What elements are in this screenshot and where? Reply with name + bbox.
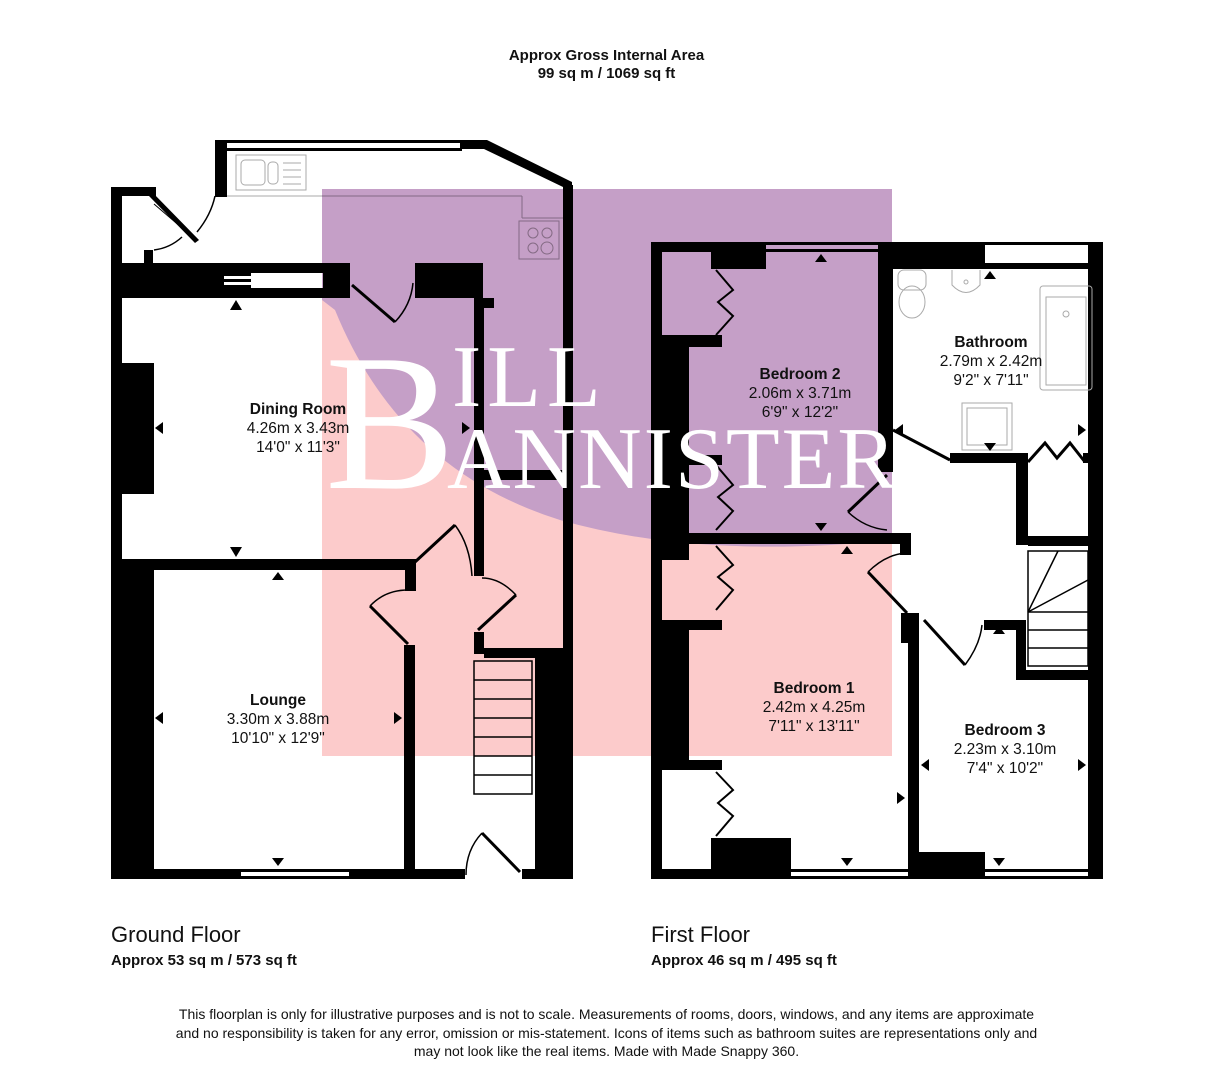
room-metric: 2.42m x 4.25m bbox=[762, 699, 866, 716]
disclaimer-line-2: and no responsibility is taken for any e… bbox=[175, 1024, 1038, 1041]
room-metric: 3.30m x 3.88m bbox=[226, 711, 330, 728]
room-name: Bathroom bbox=[954, 334, 1028, 351]
watermark-line2: ANNISTER bbox=[447, 411, 898, 508]
dining-window bbox=[224, 276, 312, 285]
first-floor-stairs bbox=[1027, 550, 1089, 667]
room-metric: 4.26m x 3.43m bbox=[246, 420, 350, 437]
room-imperial: 14'0" x 11'3" bbox=[256, 439, 340, 456]
room-bedroom-3: Bedroom 3 2.23m x 3.10m 7'4" x 10'2" bbox=[925, 721, 1085, 778]
room-imperial: 6'9" x 12'2" bbox=[761, 404, 839, 421]
title-line-2: 99 sq m / 1069 sq ft bbox=[537, 65, 676, 82]
gross-internal-area-title: Approx Gross Internal Area 99 sq m / 106… bbox=[0, 47, 1213, 83]
room-lounge: Lounge 3.30m x 3.88m 10'10" x 12'9" bbox=[198, 691, 358, 748]
ground-floor-caption: Ground Floor Approx 53 sq m / 573 sq ft bbox=[111, 922, 297, 969]
bill-bannister-watermark: B ILL ANNISTER bbox=[322, 189, 898, 756]
room-imperial: 7'4" x 10'2" bbox=[966, 760, 1044, 777]
floor-area: Approx 46 sq m / 495 sq ft bbox=[651, 952, 837, 969]
room-name: Lounge bbox=[250, 692, 306, 709]
room-bedroom-1: Bedroom 1 2.42m x 4.25m 7'11" x 13'11" bbox=[734, 679, 894, 736]
room-name: Bedroom 1 bbox=[773, 680, 855, 697]
first-floor-caption: First Floor Approx 46 sq m / 495 sq ft bbox=[651, 922, 837, 969]
room-imperial: 7'11" x 13'11" bbox=[768, 718, 860, 735]
disclaimer: This floorplan is only for illustrative … bbox=[0, 1005, 1213, 1061]
room-imperial: 9'2" x 7'11" bbox=[953, 372, 1029, 389]
room-metric: 2.06m x 3.71m bbox=[748, 385, 852, 402]
floor-name: First Floor bbox=[651, 922, 750, 947]
floor-name: Ground Floor bbox=[111, 922, 241, 947]
room-name: Bedroom 3 bbox=[964, 722, 1046, 739]
title-line-1: Approx Gross Internal Area bbox=[508, 47, 705, 64]
room-bedroom-2: Bedroom 2 2.06m x 3.71m 6'9" x 12'2" bbox=[720, 365, 880, 422]
room-name: Dining Room bbox=[249, 401, 347, 418]
room-metric: 2.79m x 2.42m bbox=[939, 353, 1043, 370]
disclaimer-line-1: This floorplan is only for illustrative … bbox=[178, 1006, 1035, 1022]
floor-area: Approx 53 sq m / 573 sq ft bbox=[111, 952, 297, 969]
room-name: Bedroom 2 bbox=[759, 366, 841, 383]
room-imperial: 10'10" x 12'9" bbox=[231, 730, 325, 747]
room-bathroom: Bathroom 2.79m x 2.42m 9'2" x 7'11" bbox=[911, 333, 1071, 390]
disclaimer-line-3: may not look like the real items. Made w… bbox=[413, 1043, 800, 1059]
room-dining-room: Dining Room 4.26m x 3.43m 14'0" x 11'3" bbox=[218, 400, 378, 457]
watermark-initial: B bbox=[325, 315, 455, 531]
bathroom-fixtures bbox=[897, 269, 1093, 451]
watermark-line1: ILL bbox=[452, 329, 607, 426]
room-metric: 2.23m x 3.10m bbox=[953, 741, 1057, 758]
